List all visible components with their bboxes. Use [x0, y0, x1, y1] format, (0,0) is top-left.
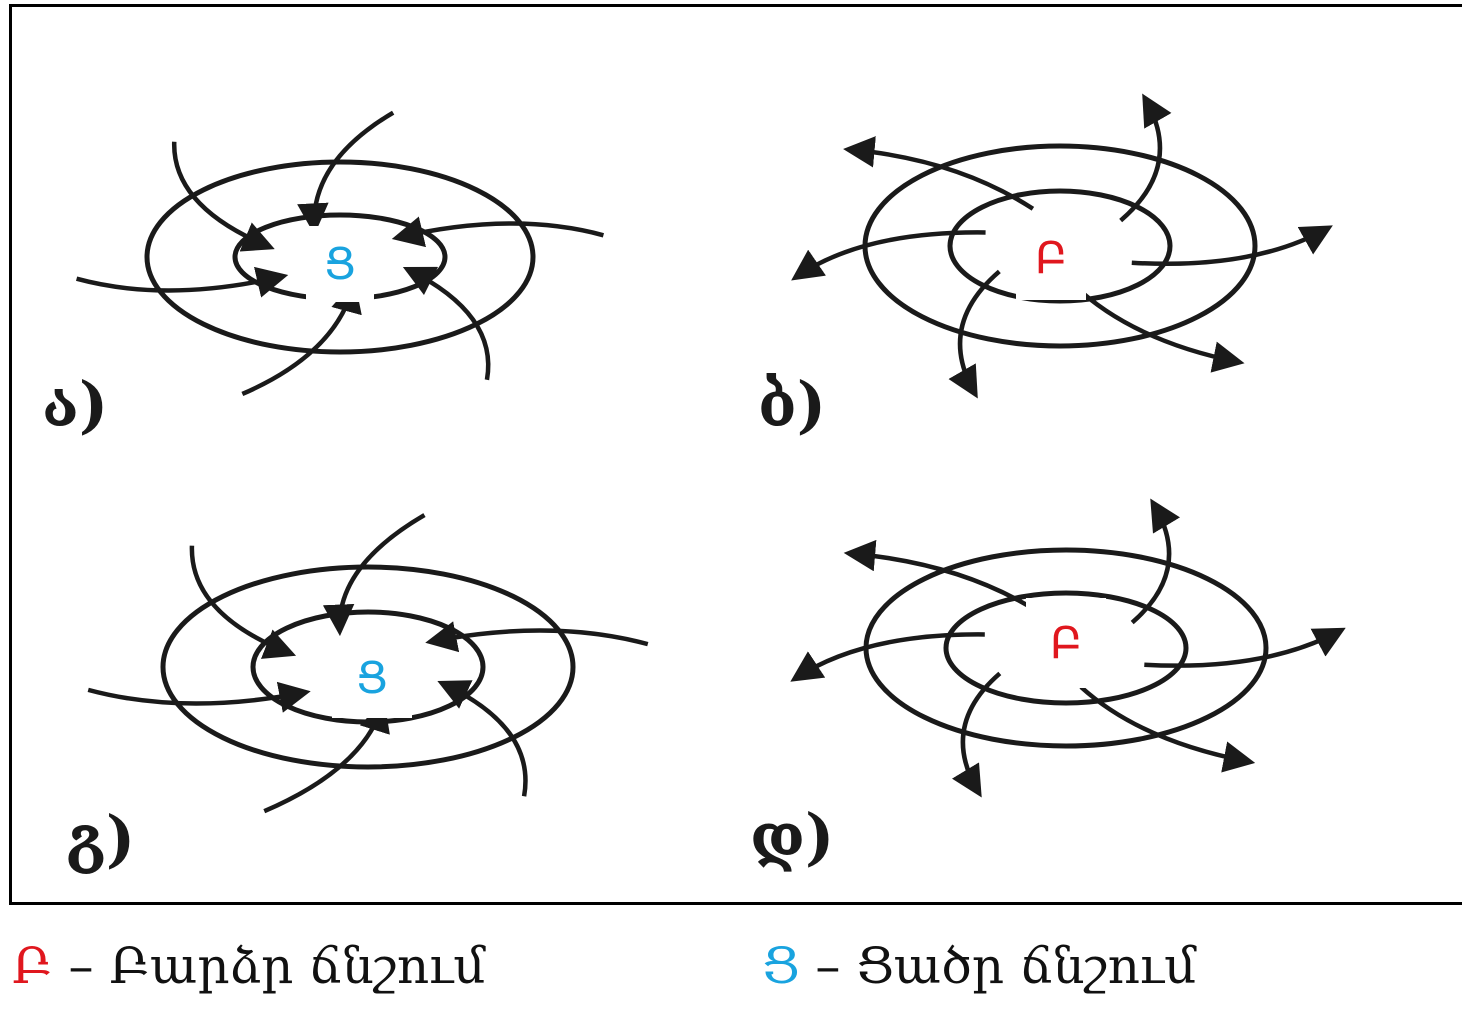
- center-symbol: Բ: [1049, 617, 1083, 669]
- pressure-system-1: [791, 93, 1333, 399]
- pressure-system-2: [87, 513, 649, 814]
- wind-arrow: [263, 699, 390, 814]
- center-label-a: Ց: [306, 226, 374, 302]
- wind-arrow: [1130, 498, 1180, 625]
- center-label-b: Բ: [1016, 216, 1086, 300]
- legend-low-text: – Ցածր ճնշում: [815, 937, 1197, 995]
- wind-arrow: [322, 513, 426, 637]
- wind-arrow: [791, 230, 986, 281]
- wind-arrow: [948, 269, 1001, 399]
- wind-arrow: [87, 681, 311, 713]
- wind-arrow: [952, 671, 1002, 798]
- center-symbol: Ց: [323, 238, 357, 290]
- wind-arrow: [391, 216, 605, 248]
- center-label-g: Ց: [332, 638, 412, 718]
- wind-arrow: [843, 136, 1035, 211]
- legend-high-text: – Բարձր ճնշում: [68, 937, 486, 995]
- inner-isobar: [943, 590, 1189, 706]
- panel-label-g: გ): [66, 802, 136, 875]
- wind-arrow: [171, 141, 275, 252]
- wind-arrow: [1144, 627, 1346, 668]
- wind-arrow: [1119, 93, 1172, 223]
- legend-low: Ց – Ցածր ճնշում: [762, 926, 1196, 1006]
- wind-arrow: [75, 266, 289, 298]
- panel-label-b: ბ): [758, 368, 827, 441]
- wind-arrow: [1079, 685, 1256, 773]
- center-symbol: Բ: [1034, 232, 1068, 284]
- wind-arrow: [402, 266, 491, 381]
- legend-low-symbol: Ց: [762, 937, 800, 995]
- wind-arrow: [297, 110, 395, 235]
- wind-arrow: [425, 621, 649, 653]
- outer-isobar: [160, 564, 576, 770]
- pressure-system-3: [790, 498, 1346, 798]
- wind-arrow: [1072, 283, 1245, 373]
- wind-arrow: [790, 632, 985, 682]
- legend-high-symbol: Բ: [12, 937, 53, 995]
- wind-arrow: [189, 545, 297, 659]
- panel-label-a: ა): [42, 368, 109, 441]
- center-symbol: Ց: [355, 652, 389, 704]
- center-label-d: Բ: [1026, 598, 1106, 688]
- panel-label-d: დ): [750, 800, 835, 873]
- wind-arrow: [843, 539, 1038, 613]
- wind-arrow: [1131, 225, 1333, 267]
- legend-high: Բ – Բարձր ճնշում: [12, 926, 486, 1006]
- wind-arrow: [437, 680, 528, 797]
- inner-isobar: [947, 188, 1173, 304]
- wind-arrow: [241, 280, 362, 397]
- outer-isobar: [144, 159, 536, 355]
- figure-border: [9, 4, 1462, 905]
